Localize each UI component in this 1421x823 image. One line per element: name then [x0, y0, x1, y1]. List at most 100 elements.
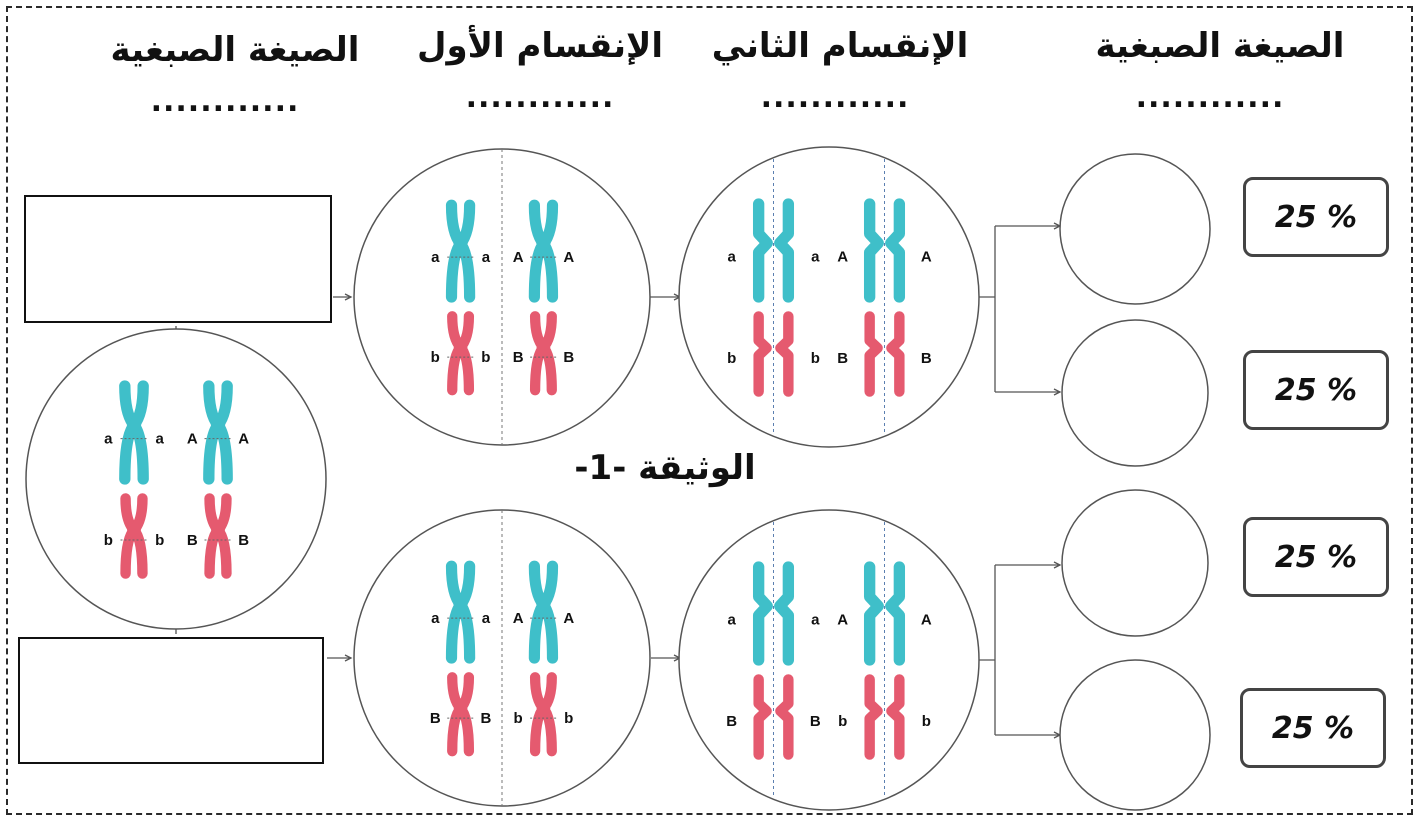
dashed-frame [6, 6, 1413, 815]
cell-membrane [678, 146, 980, 448]
allele-label: B [837, 350, 848, 367]
percent-box-3: 25 % [1243, 517, 1389, 597]
chromatid [536, 560, 559, 664]
allele-label: a [155, 431, 164, 448]
chromatid [536, 311, 557, 396]
blank-meiosis-two: ............ [760, 80, 910, 115]
allele-label: A [187, 431, 198, 448]
allele-label: B [513, 349, 524, 366]
single-chromatid [863, 561, 884, 666]
allele-label: A [563, 249, 574, 266]
allele-label: A [563, 610, 574, 627]
allele-label: b [727, 350, 736, 367]
single-chromatid [753, 674, 772, 760]
header-karyotype-right: الصيغة الصبغية [1095, 26, 1345, 66]
single-chromatid [774, 561, 795, 666]
allele-label: a [104, 431, 113, 448]
allele-label: b [838, 713, 847, 730]
single-chromatid [775, 311, 794, 397]
chromatid [453, 560, 476, 664]
allele-label: B [810, 713, 821, 730]
chromatid [453, 672, 475, 757]
single-chromatid [752, 198, 773, 303]
chromatid [210, 493, 232, 579]
allele-label: b [155, 532, 164, 549]
cell-membrane [25, 328, 327, 630]
parent-cell: a a b b A A B B [25, 328, 327, 630]
single-chromatid [864, 674, 883, 760]
single-chromatid [775, 674, 794, 760]
single-chromatid [863, 198, 884, 303]
cell-membrane [678, 509, 980, 811]
single-chromatid [752, 561, 773, 666]
allele-label: a [431, 610, 440, 627]
blank-karyotype-left: ............ [150, 84, 300, 119]
answer-box-top[interactable] [24, 195, 332, 323]
chromatid [536, 199, 559, 303]
chromatid [126, 493, 148, 579]
allele-label: B [187, 532, 198, 549]
allele-label: B [921, 350, 932, 367]
blank-meiosis-one: ............ [465, 80, 615, 115]
header-meiosis-two: الإنقسام الثاني [711, 26, 969, 66]
single-chromatid [885, 198, 906, 303]
allele-label: b [514, 710, 523, 727]
allele-label: a [727, 612, 736, 629]
single-chromatid [886, 311, 905, 397]
meiosis2-top-cell: a a b b A A B B [678, 146, 980, 448]
single-chromatid [864, 311, 883, 397]
allele-label: b [564, 710, 573, 727]
allele-label: a [727, 249, 736, 266]
percent-box-1: 25 % [1243, 177, 1389, 257]
gamete-circle-1 [1059, 153, 1211, 305]
allele-label: A [238, 431, 249, 448]
header-meiosis-one: الإنقسام الأول [417, 26, 663, 66]
allele-label: a [811, 612, 820, 629]
allele-label: B [480, 710, 491, 727]
single-chromatid [774, 198, 795, 303]
allele-label: b [481, 349, 490, 366]
chromatid [536, 672, 557, 757]
percent-box-4: 25 % [1240, 688, 1386, 768]
arrow-head [344, 654, 353, 662]
gamete-circle-2 [1061, 319, 1209, 467]
allele-label: b [811, 350, 820, 367]
allele-label: a [811, 249, 820, 266]
allele-label: b [431, 349, 440, 366]
percent-box-2: 25 % [1243, 350, 1389, 430]
allele-label: B [726, 713, 737, 730]
allele-label: a [482, 249, 491, 266]
allele-label: B [563, 349, 574, 366]
allele-label: A [921, 612, 932, 629]
arrow-head [1053, 388, 1062, 396]
answer-box-bottom[interactable] [18, 637, 324, 764]
allele-label: B [238, 532, 249, 549]
meiosis1-top-cell: a a b b A A B B [353, 148, 651, 446]
arrow-head [1053, 561, 1062, 569]
gamete-circle-4 [1059, 659, 1211, 811]
allele-label: A [837, 612, 848, 629]
single-chromatid [753, 311, 772, 397]
chromatid [210, 380, 233, 485]
blank-karyotype-right: ............ [1135, 80, 1285, 115]
allele-label: A [513, 249, 524, 266]
document-label: الوثيقة -1- [574, 448, 756, 488]
chromatid [453, 199, 476, 303]
allele-label: b [104, 532, 113, 549]
chromatid [453, 311, 475, 396]
single-chromatid [885, 561, 906, 666]
allele-label: A [513, 610, 524, 627]
gamete-circle-3 [1061, 489, 1209, 637]
chromatid [126, 380, 149, 485]
single-chromatid [886, 674, 905, 760]
header-karyotype-left: الصيغة الصبغية [110, 30, 360, 70]
arrow-head [344, 293, 353, 301]
allele-label: a [431, 249, 440, 266]
allele-label: A [837, 249, 848, 266]
allele-label: A [921, 249, 932, 266]
allele-label: a [482, 610, 491, 627]
